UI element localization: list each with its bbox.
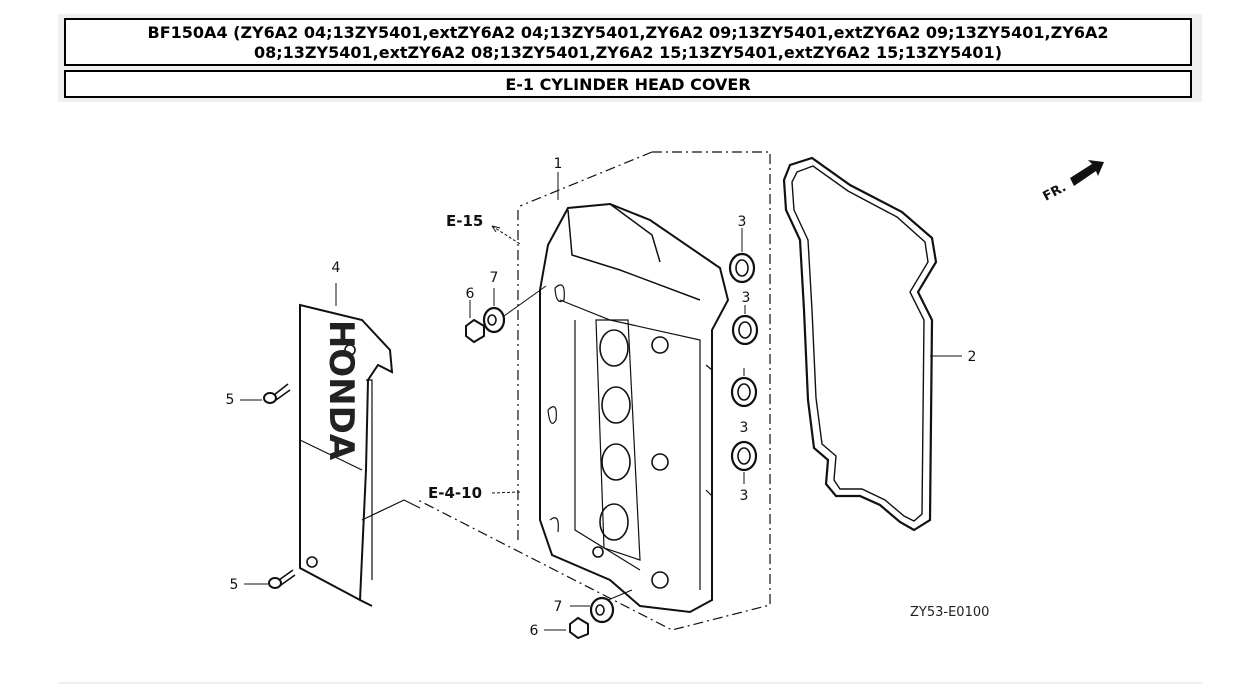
cap-nut-lower — [544, 616, 589, 640]
callout-7-upper: 7 — [490, 270, 499, 286]
cap-nut-upper — [465, 300, 485, 344]
head-cover-gasket — [782, 156, 960, 532]
callout-3b: 3 — [742, 290, 751, 306]
grommet-lower — [570, 589, 633, 624]
ref-arrow-e410 — [491, 491, 521, 494]
callout-3d: 3 — [740, 488, 749, 504]
callout-2: 2 — [968, 349, 977, 365]
group-outline — [417, 151, 771, 631]
section-title: E-1 CYLINDER HEAD COVER — [64, 70, 1192, 98]
diagram-code: ZY53-E0100 — [910, 605, 989, 620]
grommet-upper — [482, 285, 547, 334]
cylinder-head-cover — [539, 202, 730, 614]
spark-plug-hole-4 — [599, 503, 629, 541]
callout-1: 1 — [554, 156, 563, 172]
seal-ring-2 — [731, 314, 759, 346]
front-label: FR. — [1041, 180, 1069, 205]
spark-plug-hole-3 — [601, 443, 631, 481]
ref-label-e410: E-4-10 — [428, 484, 482, 502]
callout-5-upper: 5 — [226, 392, 235, 408]
seal-ring-1 — [728, 252, 756, 284]
spark-plug-hole-1 — [599, 329, 629, 367]
ref-label-e15: E-15 — [446, 212, 483, 230]
spark-plug-hole-2 — [601, 386, 631, 424]
header-panel: BF150A4 (ZY6A2 04;13ZY5401,extZY6A2 04;1… — [58, 14, 1202, 102]
decorative-cover: HONDA — [299, 283, 421, 607]
callout-6-lower: 6 — [530, 623, 539, 639]
seal-ring-4 — [730, 440, 758, 472]
callout-7-lower: 7 — [554, 599, 563, 615]
svg-text:HONDA: HONDA — [321, 320, 361, 461]
bottom-divider — [58, 682, 1202, 684]
callout-4: 4 — [332, 260, 341, 276]
callout-6-upper: 6 — [466, 286, 475, 302]
callout-3c: 3 — [740, 420, 749, 436]
front-direction-arrow: FR. — [1041, 160, 1104, 205]
bolt-lower — [244, 569, 296, 589]
model-title: BF150A4 (ZY6A2 04;13ZY5401,extZY6A2 04;1… — [64, 18, 1192, 66]
ref-arrow-e15 — [491, 225, 521, 245]
bolt-upper — [240, 383, 291, 404]
seal-ring-3 — [730, 376, 758, 408]
callout-3a: 3 — [738, 214, 747, 230]
callout-5-lower: 5 — [230, 577, 239, 593]
